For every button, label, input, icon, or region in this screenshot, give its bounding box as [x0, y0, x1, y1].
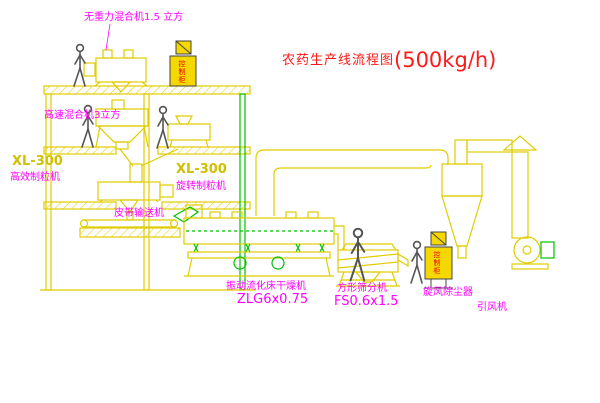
control-cabinet-right — [424, 231, 453, 289]
label-fluid-bed-dryer: 振动流化床干燥机 — [226, 281, 306, 292]
label-square-sieve-model: FS0.6x1.5 — [334, 294, 399, 309]
high-speed-mixer — [95, 99, 149, 150]
leader-lines — [105, 23, 111, 51]
label-center-granulator-name: 旋转制粒机 — [176, 181, 226, 192]
label-left-granulator-name: 高效制粒机 — [10, 172, 60, 183]
no-gravity-mixer — [83, 49, 148, 93]
label-left-granulator-model: XL-300 — [12, 154, 63, 169]
label-no-gravity-mixer: 无重力混合机1.5 立方 — [84, 12, 184, 23]
exhaust-duct — [255, 149, 449, 216]
label-square-sieve: 方形筛分机 — [337, 283, 387, 294]
stack-and-fan — [502, 135, 555, 270]
label-belt-conveyor: 皮带输送机 — [114, 208, 164, 219]
label-center-granulator-model: XL-300 — [176, 162, 227, 177]
control-cabinet-top-text: 控制柜 — [178, 60, 186, 84]
control-cabinet-right-text: 控制柜 — [433, 251, 441, 275]
label-fan: 引风机 — [477, 302, 507, 313]
cyclone-separator — [441, 139, 513, 259]
label-high-speed-mixer: 高速混合机3立方 — [44, 110, 121, 121]
control-cabinet-top — [169, 40, 197, 87]
label-fluid-bed-dryer-model: ZLG6x0.75 — [237, 292, 309, 307]
worker-right — [410, 240, 423, 284]
title-capacity: (500kg/h) — [394, 48, 497, 72]
worker-floor2-right — [156, 105, 169, 149]
building-structure — [40, 85, 256, 291]
rotary-granulator — [97, 181, 174, 221]
worker-sieve — [349, 227, 366, 282]
diagram-title: 农药生产线流程图(500kg/h) — [282, 48, 496, 72]
fluid-bed-dryer — [183, 204, 335, 277]
label-cyclone: 旋风除尘器 — [423, 287, 473, 298]
worker-roof — [73, 43, 86, 87]
belt-conveyor — [79, 206, 200, 228]
feeder-machine — [167, 115, 211, 148]
title-text: 农药生产线流程图 — [282, 53, 395, 68]
square-sieve — [334, 225, 409, 287]
